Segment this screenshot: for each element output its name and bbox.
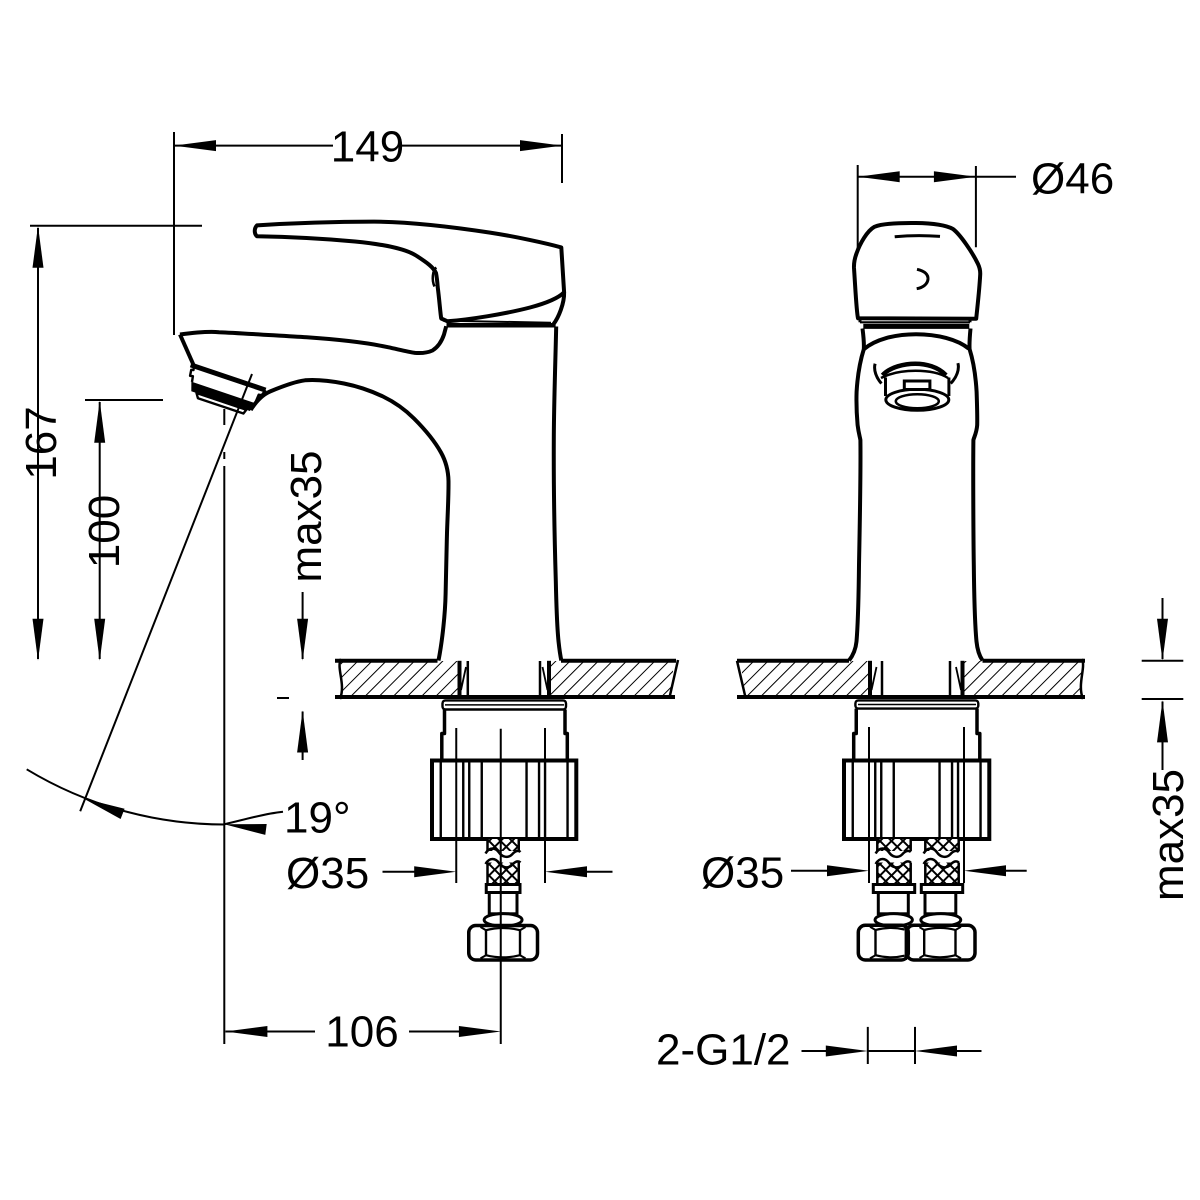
svg-text:106: 106	[325, 1008, 398, 1057]
svg-text:Ø35: Ø35	[286, 849, 369, 898]
svg-text:max35: max35	[1144, 769, 1193, 901]
svg-text:max35: max35	[282, 450, 331, 582]
svg-text:167: 167	[17, 406, 66, 479]
svg-text:149: 149	[331, 123, 404, 172]
svg-text:19°: 19°	[284, 794, 351, 843]
svg-text:2-G1/2: 2-G1/2	[656, 1026, 791, 1075]
svg-text:Ø35: Ø35	[701, 849, 784, 898]
svg-text:100: 100	[80, 495, 129, 568]
svg-text:Ø46: Ø46	[1031, 155, 1114, 204]
